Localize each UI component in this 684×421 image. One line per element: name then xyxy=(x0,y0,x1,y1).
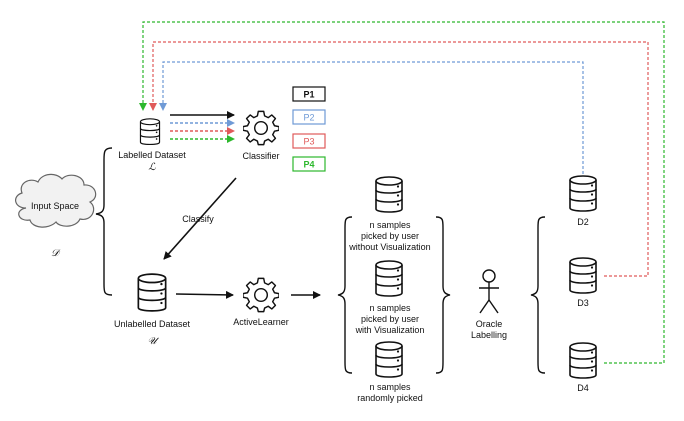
input-space-symbol: 𝒟 xyxy=(51,248,61,259)
oracle-person-icon xyxy=(479,269,499,314)
samples-group-3-line1: n samples xyxy=(369,382,411,392)
d2-dataset-icon xyxy=(569,175,597,212)
classifier-gear-icon xyxy=(243,110,279,146)
input-space-label: Input Space xyxy=(31,201,79,211)
policy-label-p2: P2 xyxy=(303,113,314,123)
edge-d2-to-labelled xyxy=(159,61,584,174)
edge-d4-to-labelled xyxy=(139,21,665,364)
samples-group-2-line2: picked by user xyxy=(361,314,419,324)
edge-unlabelled-to-activelearner xyxy=(175,290,234,299)
policy-box-p2 xyxy=(292,109,326,125)
labelled-dataset-icon xyxy=(139,118,161,146)
edge-d3-to-labelled xyxy=(149,41,649,277)
oracle-label-line2: Labelling xyxy=(471,330,507,340)
samples-group-1-line1: n samples xyxy=(369,220,411,230)
d4-label: D4 xyxy=(577,383,589,393)
activelearner-gear-icon xyxy=(243,277,279,313)
input-space-cloud xyxy=(15,173,97,228)
edge-classify-label: Classify xyxy=(182,214,214,224)
unlabelled-dataset-label: Unlabelled Dataset xyxy=(114,319,191,329)
policy-box-p3 xyxy=(292,133,326,149)
policy-box-p4 xyxy=(292,156,326,172)
samples-group-1-line3: without Visualization xyxy=(348,242,430,252)
samples-group-3-line2: randomly picked xyxy=(357,393,423,403)
labelled-dataset-label: Labelled Dataset xyxy=(118,150,186,160)
edge-classify xyxy=(163,177,237,260)
left-brace xyxy=(95,147,113,296)
policy-label-p4: P4 xyxy=(303,160,314,170)
d3-label: D3 xyxy=(577,298,589,308)
samples-group-1-line2: picked by user xyxy=(361,231,419,241)
oracle-label-line1: Oracle xyxy=(476,319,503,329)
samples-right-brace xyxy=(435,216,451,374)
policy-box-p1 xyxy=(292,86,326,102)
samples-group-3-icon xyxy=(375,341,403,378)
d2-label: D2 xyxy=(577,217,589,227)
samples-left-brace xyxy=(337,216,353,374)
unlabelled-dataset-symbol: 𝒰 xyxy=(148,336,160,347)
activelearner-label: ActiveLearner xyxy=(233,317,289,327)
policy-label-p3: P3 xyxy=(303,137,314,147)
classifier-label: Classifier xyxy=(242,151,279,161)
labelled-dataset-symbol: ℒ xyxy=(148,162,156,173)
outputs-brace xyxy=(530,216,546,374)
d3-dataset-icon xyxy=(569,257,597,294)
samples-group-2-line3: with Visualization xyxy=(355,325,425,335)
samples-group-1-icon xyxy=(375,176,403,213)
unlabelled-dataset-icon xyxy=(137,273,167,312)
policy-label-p1: P1 xyxy=(303,90,314,100)
d4-dataset-icon xyxy=(569,342,597,379)
samples-group-2-line1: n samples xyxy=(369,303,411,313)
samples-group-2-icon xyxy=(375,260,403,297)
